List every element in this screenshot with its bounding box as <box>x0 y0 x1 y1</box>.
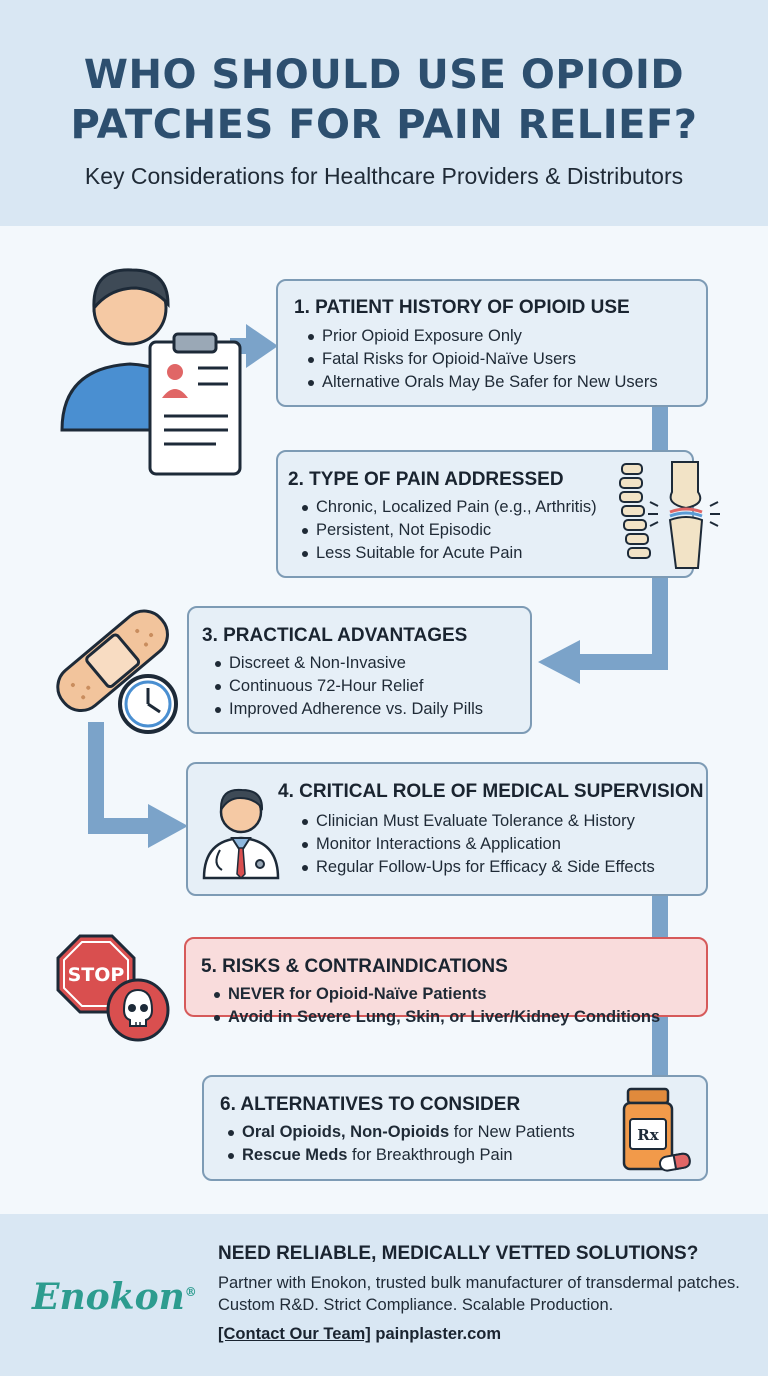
bullet-list: Clinician Must Evaluate Tolerance & Hist… <box>300 810 655 879</box>
brand-name: Enokon <box>32 1276 185 1318</box>
connector-card-3-to-4 <box>88 722 150 834</box>
card-practical-advantages: 3. PRACTICAL ADVANTAGES Discreet & Non-I… <box>187 606 532 734</box>
footer-heading: NEED RELIABLE, MEDICALLY VETTED SOLUTION… <box>218 1243 699 1264</box>
list-item: Regular Follow-Ups for Efficacy & Side E… <box>300 856 655 879</box>
card-title: 1. PATIENT HISTORY OF OPIOID USE <box>294 297 630 318</box>
patch-clock-icon <box>56 609 178 734</box>
stop-sign-text: STOP <box>68 964 125 986</box>
header: WHO SHOULD USE OPIOID PATCHES FOR PAIN R… <box>0 0 768 226</box>
rx-label: Rx <box>637 1126 659 1144</box>
doctor-icon <box>202 788 280 880</box>
list-item: Improved Adherence vs. Daily Pills <box>213 698 483 721</box>
footer <box>0 1214 768 1376</box>
page-title-line-2: PATCHES FOR PAIN RELIEF? <box>70 102 698 148</box>
list-item: Monitor Interactions & Application <box>300 833 655 856</box>
card-medical-supervision: 4. CRITICAL ROLE OF MEDICAL SUPERVISION … <box>186 762 708 896</box>
footer-contact: [Contact Our Team] painplaster.com <box>218 1325 501 1344</box>
list-item: NEVER for Opioid-Naïve Patients <box>212 983 660 1006</box>
card-alternatives: 6. ALTERNATIVES TO CONSIDER Oral Opioids… <box>202 1075 708 1181</box>
arrowhead-card-3 <box>538 640 580 684</box>
bullet-list: Oral Opioids, Non-Opioids for New Patien… <box>226 1121 575 1167</box>
card-title: 3. PRACTICAL ADVANTAGES <box>202 625 468 646</box>
list-item-rest: for New Patients <box>449 1123 575 1141</box>
list-item-bold: Oral Opioids, Non-Opioids <box>242 1123 450 1141</box>
list-item-rest: for Breakthrough Pain <box>347 1146 513 1164</box>
website-link[interactable]: painplaster.com <box>375 1325 502 1343</box>
list-item: Persistent, Not Episodic <box>300 519 597 542</box>
page-subtitle: Key Considerations for Healthcare Provid… <box>84 163 684 189</box>
page-title: WHO SHOULD USE OPIOID PATCHES FOR PAIN R… <box>0 50 768 150</box>
contact-team-link[interactable]: [Contact Our Team] <box>218 1325 371 1343</box>
bullet-list: Chronic, Localized Pain (e.g., Arthritis… <box>300 496 597 565</box>
card-title: 2. TYPE OF PAIN ADDRESSED <box>288 469 564 490</box>
card-title: 6. ALTERNATIVES TO CONSIDER <box>220 1094 521 1115</box>
spine-joint-icon <box>619 461 720 569</box>
list-item: Rescue Meds for Breakthrough Pain <box>226 1144 575 1167</box>
footer-text: Partner with Enokon, trusted bulk manufa… <box>218 1274 740 1314</box>
list-item-bold: Rescue Meds <box>242 1146 348 1164</box>
connector-card-2-to-3 <box>576 576 668 670</box>
list-item: Oral Opioids, Non-Opioids for New Patien… <box>226 1121 575 1144</box>
stop-sign-skull-icon: STOP <box>56 934 170 1042</box>
list-item: Chronic, Localized Pain (e.g., Arthritis… <box>300 496 597 519</box>
card-risks-contraindications: 5. RISKS & CONTRAINDICATIONS NEVER for O… <box>184 937 708 1026</box>
card-patient-history: 1. PATIENT HISTORY OF OPIOID USE Prior O… <box>276 279 708 407</box>
page-title-line-1: WHO SHOULD USE OPIOID <box>83 52 685 98</box>
card-title: 4. CRITICAL ROLE OF MEDICAL SUPERVISION <box>278 781 704 802</box>
list-item: Less Suitable for Acute Pain <box>300 542 597 565</box>
arrowhead-card-4 <box>148 804 188 848</box>
patient-clipboard-icon <box>60 268 242 476</box>
brand-logo: Enokon® <box>32 1276 197 1318</box>
list-item: Discreet & Non-Invasive <box>213 652 483 675</box>
list-item: Fatal Risks for Opioid-Naïve Users <box>306 348 658 371</box>
bullet-list: Prior Opioid Exposure Only Fatal Risks f… <box>306 325 658 394</box>
bullet-list: Discreet & Non-Invasive Continuous 72-Ho… <box>213 652 483 721</box>
bullet-list: NEVER for Opioid-Naïve Patients Avoid in… <box>212 983 660 1029</box>
pill-bottle-icon: Rx <box>622 1087 691 1172</box>
list-item: Continuous 72-Hour Relief <box>213 675 483 698</box>
card-title: 5. RISKS & CONTRAINDICATIONS <box>201 956 508 977</box>
list-item: Alternative Orals May Be Safer for New U… <box>306 371 658 394</box>
list-item: Avoid in Severe Lung, Skin, or Liver/Kid… <box>212 1006 660 1029</box>
list-item: Prior Opioid Exposure Only <box>306 325 658 348</box>
arrowhead-card-1 <box>246 324 278 368</box>
brand-registered-mark: ® <box>184 1285 197 1299</box>
list-item: Clinician Must Evaluate Tolerance & Hist… <box>300 810 655 833</box>
